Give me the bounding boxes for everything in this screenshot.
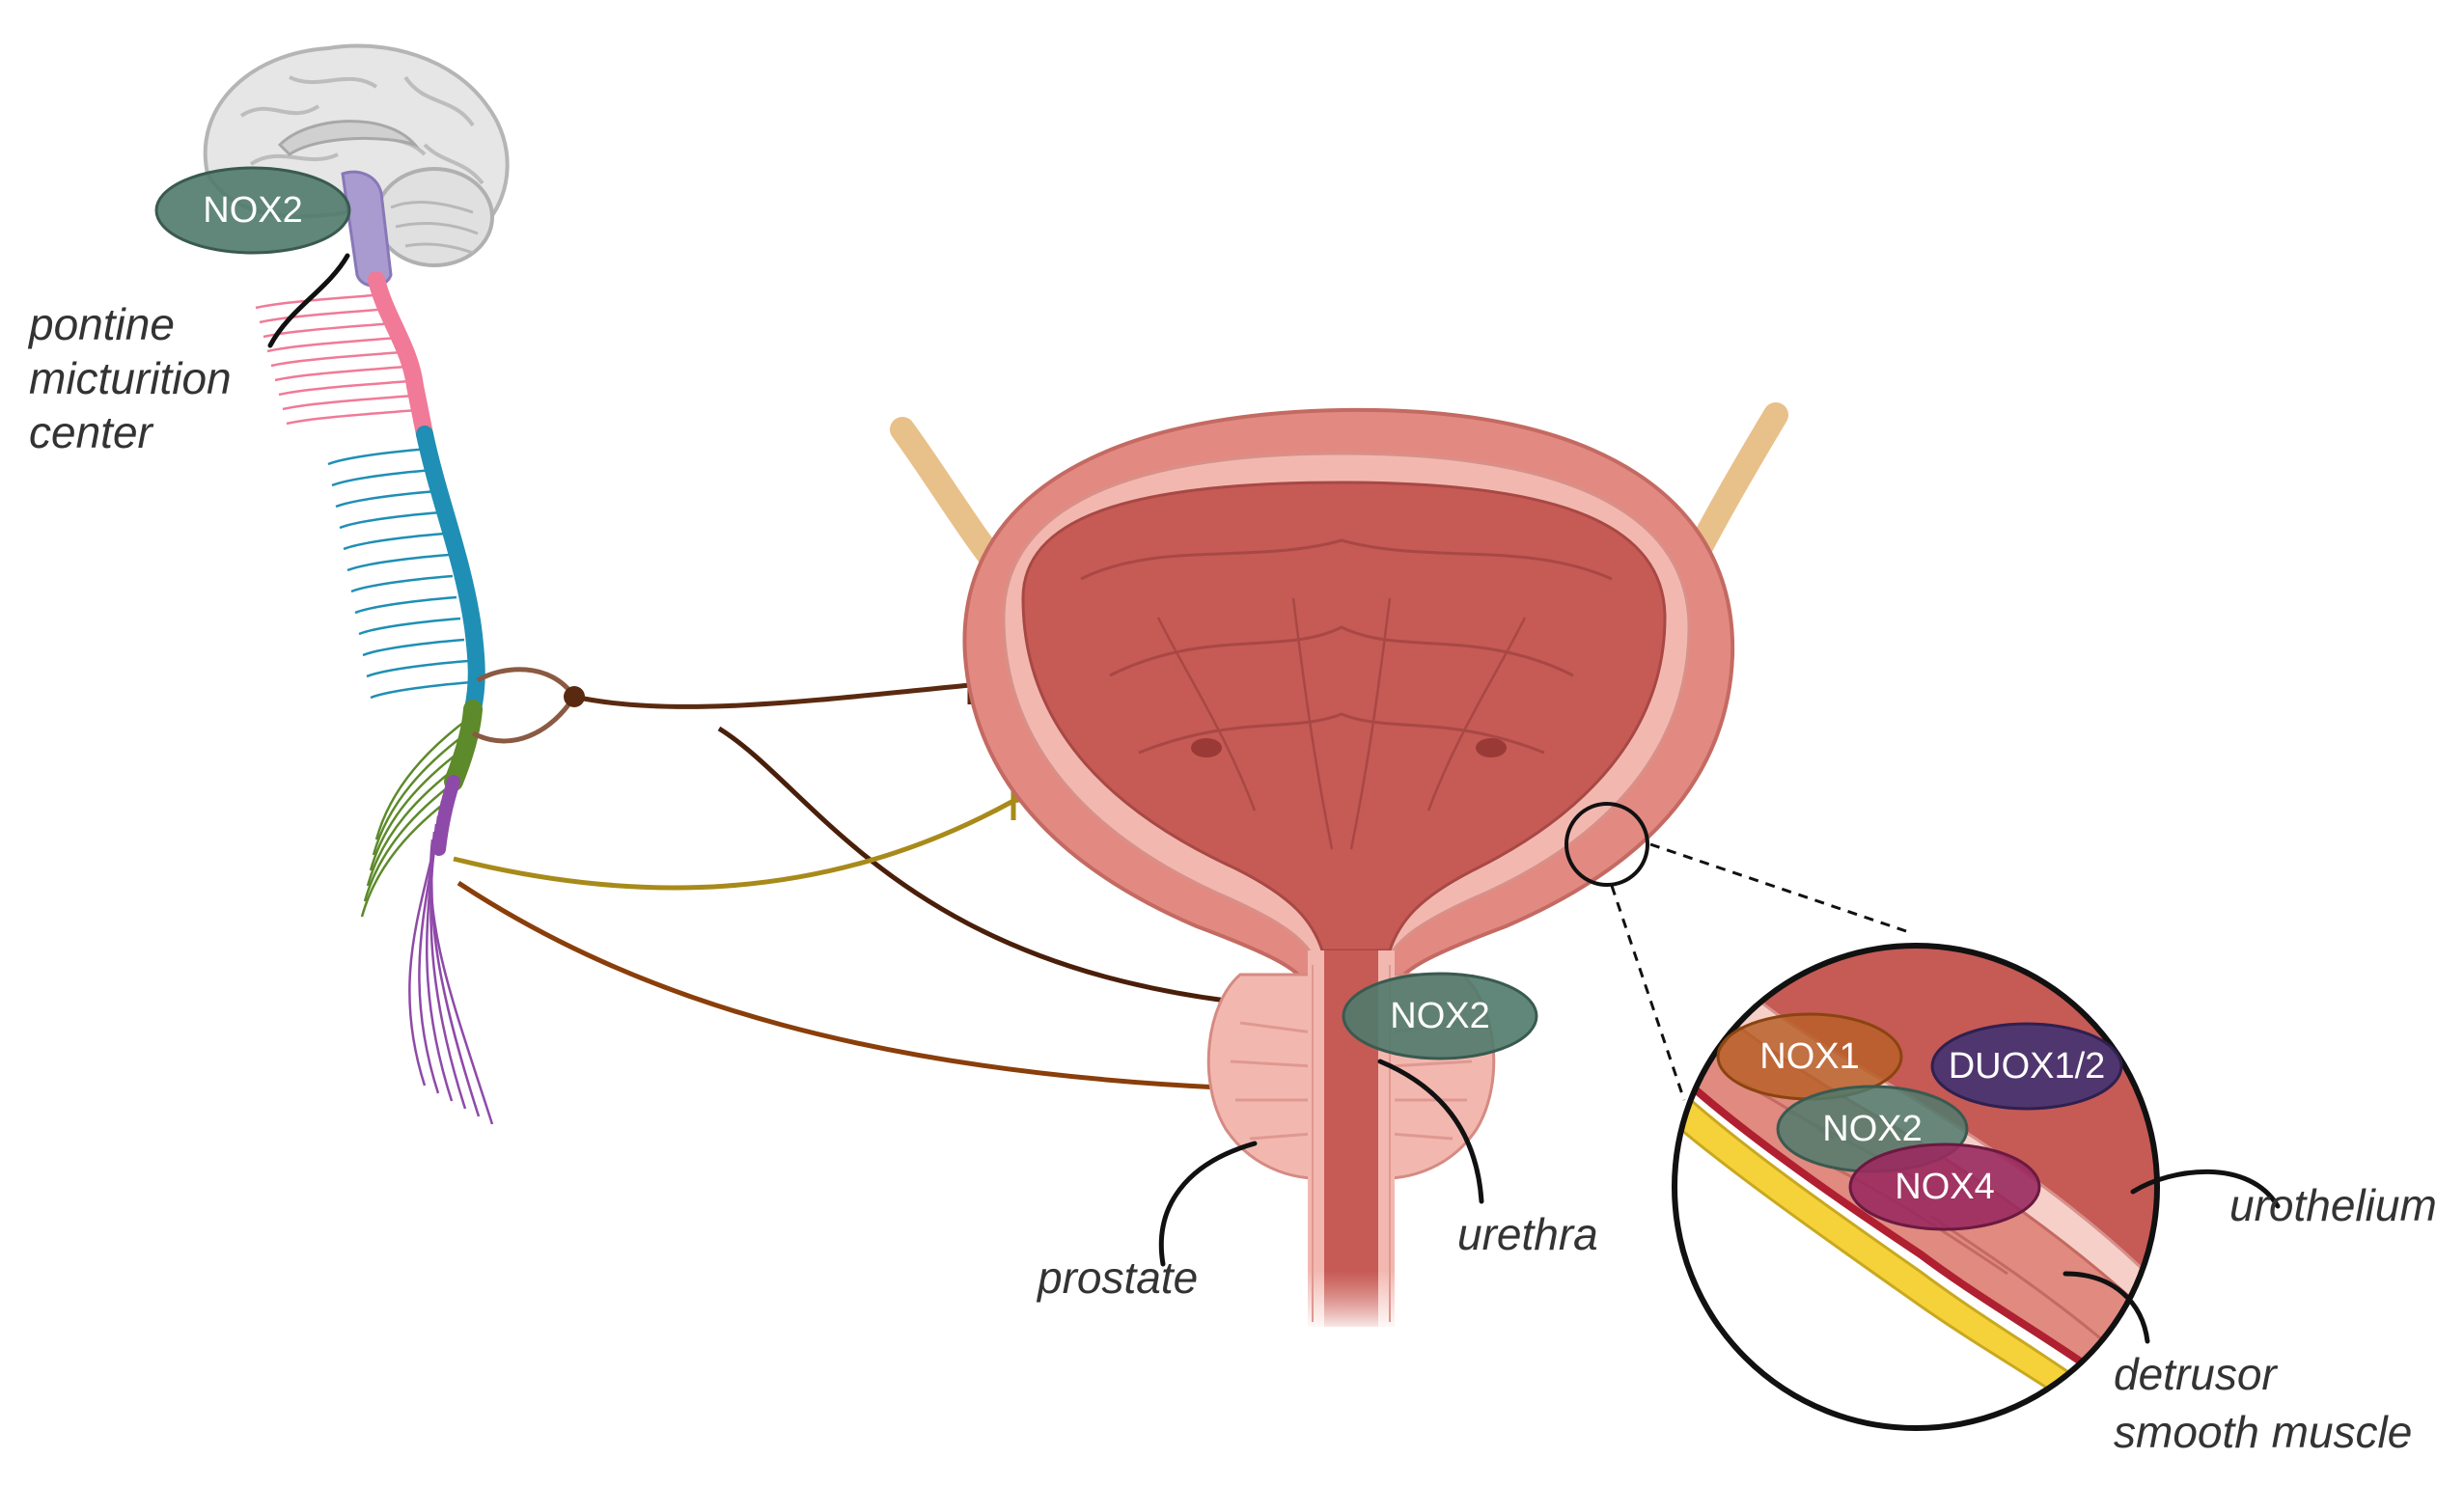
- sacral-nerve-root: [429, 839, 494, 1125]
- cervical-nerve-root: [274, 365, 406, 382]
- cervical-nerve-root: [278, 379, 410, 397]
- cervical-nerve-root: [263, 321, 395, 339]
- urothelium-inset: NOX1 DUOX1/2 NOX2 NOX4: [1564, 802, 2160, 1431]
- thoracic-nerve-root: [331, 468, 434, 487]
- prostate-leader: [1158, 1141, 1258, 1267]
- nox1-bubble: NOX1: [1716, 1012, 1903, 1101]
- inset-connector-top: [1649, 842, 1907, 933]
- sacral-cord: [432, 775, 460, 856]
- cervical-nerve-root: [286, 408, 418, 426]
- nox1-label: NOX1: [1759, 1036, 1859, 1077]
- cervical-cord: [368, 271, 433, 443]
- pmc-label-line2: micturition: [29, 353, 232, 403]
- pelvic-nerve: [453, 798, 1015, 891]
- urothelium-leader: [2130, 1169, 2281, 1209]
- thoracic-nerve-root: [339, 510, 442, 530]
- thoracic-nerve-root: [362, 638, 465, 657]
- duox-bubble: DUOX1/2: [1930, 1022, 2123, 1111]
- urethra-leader: [1377, 1059, 1484, 1204]
- prostate-label: prostate: [1036, 1252, 1198, 1303]
- brainstem: [341, 170, 393, 288]
- leader-lines: [267, 253, 2281, 1344]
- inset-magnifier-circle: [1672, 943, 2160, 1431]
- nox4-label: NOX4: [1895, 1167, 1994, 1207]
- brain-nox2-label: NOX2: [203, 190, 302, 231]
- urethra-label: urethra: [1457, 1209, 1598, 1259]
- cervical-nerve-root: [259, 307, 391, 324]
- lumbar-nerve-root: [363, 780, 457, 902]
- lumbar-nerve-root: [369, 749, 463, 871]
- left-ureteric-orifice: [1191, 738, 1222, 757]
- brain-nox2-bubble: NOX2: [154, 166, 351, 255]
- pmc-label-line1: pontine: [27, 299, 175, 349]
- lumbar-nerve-root: [372, 733, 466, 856]
- bladder: [962, 407, 1735, 996]
- cervical-nerve-root: [255, 292, 387, 310]
- spinal-cord: [368, 271, 485, 856]
- pmc-leader: [267, 253, 350, 348]
- cervical-nerve-root: [282, 394, 414, 411]
- cervical-nerve-root: [266, 336, 399, 353]
- urethra-nox2-bubble: NOX2: [1342, 972, 1538, 1060]
- thoracic-nerve-root: [366, 659, 469, 678]
- sacral-nerve-root: [429, 823, 467, 1110]
- lumbar-nerve-root: [374, 718, 469, 840]
- thoracic-nerve-root: [343, 532, 446, 551]
- hypogastric-nerve-urethra: [717, 726, 1309, 1011]
- inset-source-circle: [1564, 802, 1649, 887]
- urothelium-label: urothelium: [2229, 1180, 2437, 1230]
- thoracic-nerve-root: [354, 595, 457, 615]
- cervical-nerve-root: [270, 350, 402, 368]
- lumbar-cord: [444, 700, 483, 791]
- inset-connector-bottom: [1610, 885, 1686, 1101]
- detrusor-label-line1: detrusor: [2114, 1349, 2278, 1399]
- right-ureteric-orifice: [1476, 738, 1507, 757]
- duox-label: DUOX1/2: [1949, 1046, 2106, 1087]
- ganglion-loop: [471, 667, 578, 744]
- hypogastric-nerve-bladder: [573, 682, 971, 709]
- text-labels: pontine micturition center prostate uret…: [27, 299, 2437, 1457]
- thoracic-nerve-root: [335, 489, 438, 509]
- urethra-nox2-label: NOX2: [1390, 996, 1489, 1036]
- thoracic-nerve-root: [358, 617, 461, 636]
- thoracic-nerve-root: [346, 553, 450, 572]
- inset-nox2-label: NOX2: [1822, 1109, 1922, 1149]
- detrusor-leader: [2063, 1271, 2150, 1344]
- thoracic-nerve-root: [350, 574, 454, 593]
- cerebellum: [374, 167, 494, 267]
- pmc-label-line3: center: [29, 407, 154, 457]
- nox4-bubble: NOX4: [1848, 1142, 2041, 1231]
- thoracic-nerve-root: [370, 680, 473, 700]
- pudendal-nerve: [457, 880, 1304, 1093]
- thoracic-cord: [416, 426, 485, 718]
- spinal-nerves: [255, 292, 494, 1125]
- thoracic-nerve-root: [327, 447, 430, 466]
- detrusor-label-line2: smooth muscle: [2114, 1407, 2412, 1457]
